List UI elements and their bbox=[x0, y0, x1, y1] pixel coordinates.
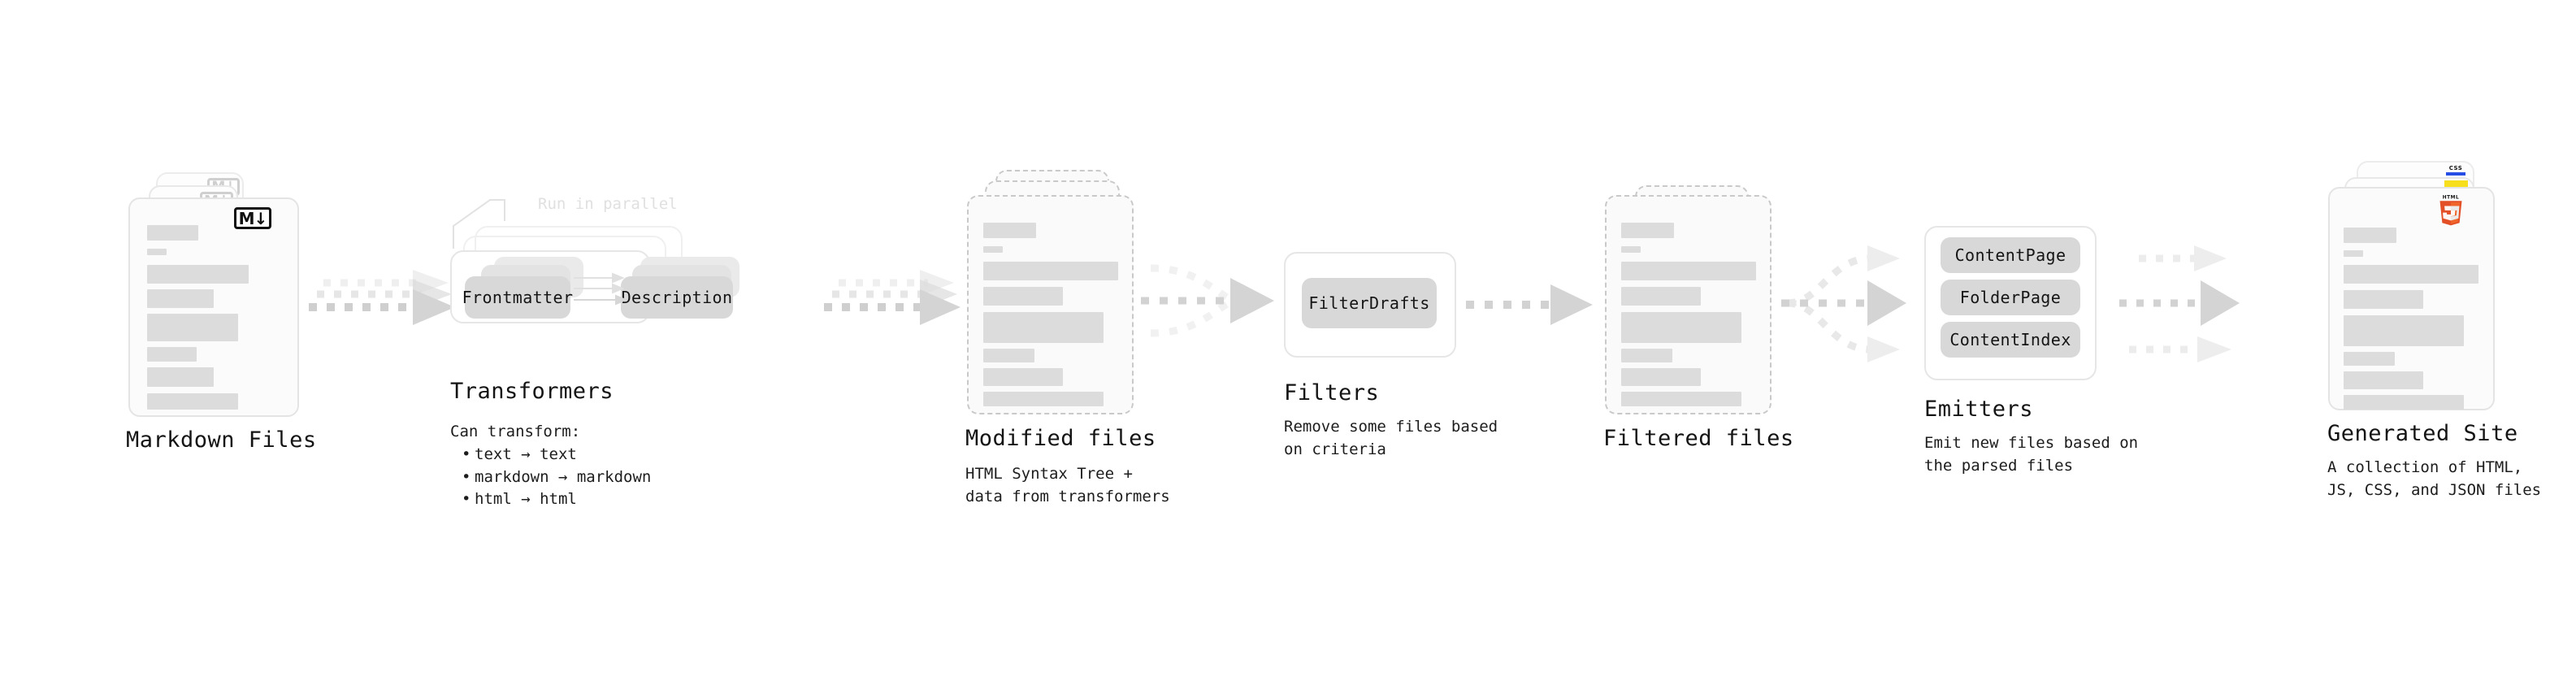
bullet-text: markdown → markdown bbox=[475, 467, 652, 486]
skeleton-line bbox=[983, 349, 1034, 362]
skeleton-line bbox=[147, 314, 238, 341]
skeleton-line bbox=[1621, 246, 1641, 253]
connector-modified-to-filters bbox=[1141, 264, 1274, 337]
modified-files-description: HTML Syntax Tree + data from transformer… bbox=[965, 465, 1170, 505]
stage-emitters: ContentPage FolderPage ContentIndex Emit… bbox=[1918, 0, 2227, 681]
skeleton-line bbox=[1621, 223, 1674, 238]
filter-chip-filterdrafts[interactable]: FilterDrafts bbox=[1302, 278, 1437, 328]
generated-site-description: A collection of HTML, JS, CSS, and JSON … bbox=[2327, 458, 2542, 499]
skeleton-line bbox=[1621, 287, 1701, 306]
connector-md-to-transformers bbox=[309, 270, 455, 325]
skeleton-line bbox=[983, 262, 1118, 280]
connector-filters-to-filtered bbox=[1466, 284, 1593, 325]
connector-filtered-to-emitters bbox=[1781, 245, 1906, 362]
transformer-chip-frontmatter[interactable]: Frontmatter bbox=[462, 276, 573, 319]
site-card-front bbox=[2328, 187, 2495, 410]
skeleton-line bbox=[147, 289, 214, 308]
skeleton-line bbox=[2344, 290, 2423, 309]
caption-modified-files: Modified files bbox=[965, 426, 1156, 451]
skeleton-line bbox=[147, 347, 197, 362]
emitter-chip-folderpage[interactable]: FolderPage bbox=[1941, 280, 2080, 315]
transformers-bullet-list: • text → text • markdown → markdown • ht… bbox=[460, 444, 651, 511]
caption-emitters: Emitters bbox=[1924, 397, 2034, 422]
connector-emitters-to-site bbox=[2119, 245, 2240, 362]
skeleton-line bbox=[983, 246, 1003, 253]
skeleton-line bbox=[147, 367, 214, 387]
stage-generated-site: CSS HTML Generated Site A collection of … bbox=[2243, 0, 2576, 681]
skeleton-line bbox=[2344, 250, 2363, 257]
bullet-text: text → text bbox=[475, 445, 577, 463]
filtered-card-front bbox=[1605, 195, 1772, 414]
skeleton-line bbox=[2344, 228, 2396, 243]
label-run-in-parallel: Run in parallel bbox=[538, 195, 678, 213]
skeleton-line bbox=[983, 392, 1104, 406]
skeleton-line bbox=[983, 368, 1063, 386]
connector-transformers-to-modified bbox=[824, 270, 961, 325]
run-in-parallel-bracket bbox=[453, 199, 505, 249]
css-badge-label: CSS bbox=[2448, 165, 2463, 171]
markdown-card-front bbox=[128, 197, 299, 417]
skeleton-line bbox=[147, 265, 249, 284]
skeleton-line bbox=[2344, 315, 2464, 346]
svg-text:HTML: HTML bbox=[2443, 196, 2460, 201]
caption-markdown-files: Markdown Files bbox=[126, 427, 317, 453]
list-item: • text → text bbox=[462, 445, 577, 463]
list-item: • html → html bbox=[462, 490, 577, 509]
skeleton-line bbox=[147, 249, 167, 255]
stage-filtered-files: Filtered files bbox=[1585, 0, 1869, 681]
caption-generated-site: Generated Site bbox=[2327, 421, 2518, 446]
html5-badge-icon: HTML bbox=[2439, 196, 2462, 226]
stage-modified-files: Modified files HTML Syntax Tree + data f… bbox=[935, 0, 1260, 681]
stage-filters: FilterDrafts Filters Remove some files b… bbox=[1276, 0, 1568, 681]
transformer-chip-description[interactable]: Description bbox=[621, 276, 733, 319]
filters-description: Remove some files based on criteria bbox=[1284, 418, 1498, 458]
caption-filtered-files: Filtered files bbox=[1603, 426, 1794, 451]
bullet-text: html → html bbox=[475, 490, 577, 509]
stage-markdown-files: M↓ M↓ M↓ Markdown Files bbox=[0, 0, 341, 681]
emitters-description: Emit new files based on the parsed files bbox=[1924, 434, 2139, 475]
skeleton-line bbox=[147, 393, 238, 410]
css-badge-icon: CSS bbox=[2446, 165, 2465, 178]
transformer-inner-arrows bbox=[574, 272, 628, 306]
skeleton-line bbox=[983, 312, 1104, 343]
skeleton-line bbox=[2344, 395, 2464, 410]
emitter-chip-contentpage[interactable]: ContentPage bbox=[1941, 237, 2080, 273]
skeleton-line bbox=[983, 287, 1063, 306]
skeleton-line bbox=[1621, 262, 1756, 280]
skeleton-line bbox=[1621, 312, 1741, 343]
skeleton-line bbox=[1621, 349, 1672, 362]
markdown-badge-icon: M↓ bbox=[234, 207, 271, 229]
caption-filters: Filters bbox=[1284, 380, 1380, 406]
transformers-description-label: Can transform: bbox=[450, 423, 581, 440]
skeleton-line bbox=[1621, 392, 1741, 406]
skeleton-line bbox=[2344, 352, 2395, 366]
stage-transformers: Run in parallel Frontmatter Description … bbox=[439, 0, 821, 681]
skeleton-line bbox=[2344, 371, 2423, 389]
skeleton-line bbox=[1621, 368, 1701, 386]
skeleton-line bbox=[2344, 265, 2478, 284]
caption-transformers: Transformers bbox=[450, 379, 614, 404]
list-item: • markdown → markdown bbox=[462, 467, 652, 486]
skeleton-line bbox=[983, 223, 1036, 238]
modified-card-front bbox=[967, 195, 1134, 414]
emitter-chip-contentindex[interactable]: ContentIndex bbox=[1941, 322, 2080, 358]
css-badge-bar bbox=[2446, 172, 2465, 176]
skeleton-line bbox=[147, 225, 198, 241]
